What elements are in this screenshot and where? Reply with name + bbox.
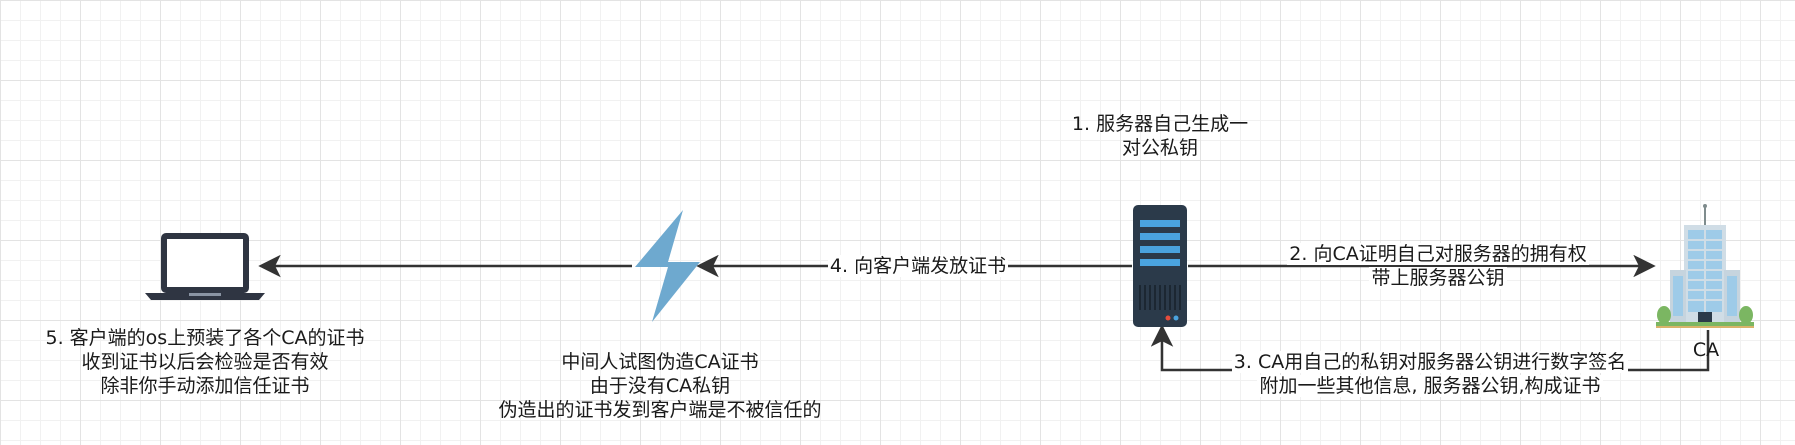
server-icon xyxy=(1133,205,1187,327)
ca-label: CA xyxy=(1692,339,1720,361)
issue-cert-label: 4. 向客户端发放证书 xyxy=(818,254,1018,278)
client-label-line-1: 5. 客户端的os上预装了各个CA的证书 xyxy=(45,327,365,349)
laptop-icon xyxy=(145,233,265,300)
issue-cert-label-text: 4. 向客户端发放证书 xyxy=(827,255,1009,277)
mitm-label: 中间人试图伪造CA证书 由于没有CA私钥 伪造出的证书发到客户端是不被信任的 xyxy=(480,350,840,422)
prove-ownership-line-1: 2. 向CA证明自己对服务器的拥有权 xyxy=(1287,243,1589,265)
prove-ownership-line-2: 带上服务器公钥 xyxy=(1369,267,1507,289)
client-label-line-3: 除非你手动添加信任证书 xyxy=(100,375,310,397)
sign-cert-label: 3. CA用自己的私钥对服务器公钥进行数字签名 附加一些其他信息, 服务器公钥,… xyxy=(1220,350,1640,398)
sign-cert-line-1: 3. CA用自己的私钥对服务器公钥进行数字签名 xyxy=(1231,351,1629,373)
server-label-line-1: 1. 服务器自己生成一 xyxy=(1071,113,1249,135)
prove-ownership-label: 2. 向CA证明自己对服务器的拥有权 带上服务器公钥 xyxy=(1258,242,1618,290)
sign-cert-line-2: 附加一些其他信息, 服务器公钥,构成证书 xyxy=(1257,375,1603,397)
lightning-icon xyxy=(635,210,700,322)
office-building-icon xyxy=(1656,204,1754,328)
mitm-label-line-2: 由于没有CA私钥 xyxy=(589,375,731,397)
client-label-line-2: 收到证书以后会检验是否有效 xyxy=(81,351,329,373)
server-label: 1. 服务器自己生成一 对公私钥 xyxy=(1040,112,1280,160)
mitm-label-line-1: 中间人试图伪造CA证书 xyxy=(561,351,759,373)
mitm-label-line-3: 伪造出的证书发到客户端是不被信任的 xyxy=(498,399,822,421)
client-label: 5. 客户端的os上预装了各个CA的证书 收到证书以后会检验是否有效 除非你手动… xyxy=(30,326,380,398)
server-label-line-2: 对公私钥 xyxy=(1121,137,1198,159)
